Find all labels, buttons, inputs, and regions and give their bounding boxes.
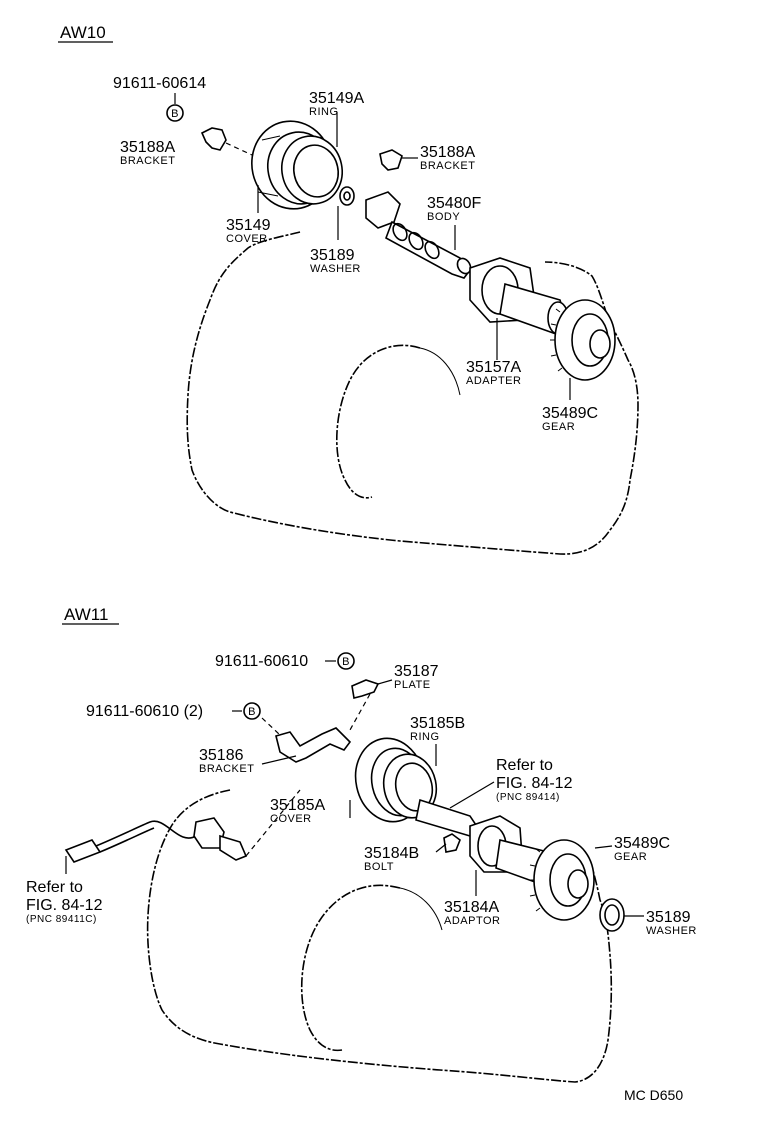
leader-line [594, 845, 613, 849]
part-name-cover: COVER [226, 233, 268, 245]
part-number-35489C-aw10: 35489C [542, 405, 598, 422]
part-name-adaptor: ADAPTOR [444, 915, 500, 927]
part-name-bracket-left: BRACKET [120, 155, 175, 167]
part-number-35157A: 35157A [466, 359, 521, 376]
part-number-35186: 35186 [199, 747, 244, 764]
body-icon [365, 191, 472, 279]
part-number-35489C-aw11: 35489C [614, 835, 670, 852]
bolt-badge-icon [166, 104, 184, 122]
part-number-35184B: 35184B [364, 845, 419, 862]
leader-line [261, 755, 297, 765]
section-title-aw11: AW11 [64, 605, 108, 624]
part-number-35185B: 35185B [410, 715, 465, 732]
part-name-body: BODY [427, 211, 460, 223]
part-number-91611-60614: 91611-60614 [113, 75, 206, 92]
speed-sensor-icon [64, 817, 248, 863]
leader-line [449, 781, 495, 809]
section-aw11: AW11 91611-60610 B 35187 PLATE 91611-606… [26, 605, 697, 1083]
part-name-cover: COVER [270, 813, 312, 825]
pnc-reference-right: (PNC 89414) [496, 792, 560, 803]
transmission-case-outline-aw11 [146, 789, 613, 1083]
leader-line [435, 843, 447, 853]
part-number-35480F: 35480F [427, 195, 481, 212]
pnc-reference-left: (PNC 89411C) [26, 914, 97, 925]
part-number-35187: 35187 [394, 663, 439, 680]
part-name-bracket: BRACKET [199, 763, 254, 775]
bell-opening-aw11 [300, 884, 401, 1052]
bracket-right-icon [379, 149, 403, 171]
refer-to-label-left: Refer to [26, 879, 83, 896]
bracket-left-icon [200, 127, 227, 151]
part-name-washer-aw11: WASHER [646, 925, 697, 937]
washer-hole [343, 191, 351, 201]
part-name-gear-aw11: GEAR [614, 851, 647, 863]
part-number-91611-60610: 91611-60610 [215, 653, 308, 670]
bolt-badge-letter: B [171, 108, 179, 120]
assembly-line [225, 142, 253, 156]
part-name-adapter: ADAPTER [466, 375, 521, 387]
washer-icon [599, 898, 625, 932]
part-name-gear-aw10: GEAR [542, 421, 575, 433]
washer-icon [339, 186, 355, 206]
assembly-line [349, 693, 371, 731]
part-name-ring: RING [410, 731, 440, 743]
part-name-plate: PLATE [394, 679, 431, 691]
gear-icon [550, 299, 616, 381]
bolt-badge-letter: B [248, 706, 256, 718]
bolt-badge-icon [337, 652, 355, 670]
bolt-badge-letter: B [342, 656, 350, 668]
bell-opening-edge [419, 347, 461, 396]
adapter-icon [469, 257, 569, 335]
leader-line [377, 679, 393, 685]
figure-reference-left: FIG. 84-12 [26, 897, 103, 914]
assembly-line [261, 717, 281, 736]
bell-opening-edge [399, 887, 443, 931]
part-name-bolt: BOLT [364, 861, 394, 873]
bracket-icon [275, 727, 352, 763]
part-name-bracket-right: BRACKET [420, 160, 475, 172]
part-number-35189-aw10: 35189 [310, 247, 355, 264]
part-number-35184A: 35184A [444, 899, 499, 916]
part-number-35185A: 35185A [270, 797, 325, 814]
washer-hole [604, 904, 620, 926]
section-aw10: AW10 B 91611-60614 35188A BRACKET 35149A… [58, 23, 639, 555]
part-number-91611-60610-2: 91611-60610 (2) [86, 703, 203, 720]
part-name-ring: RING [309, 106, 339, 118]
bolt-badge-icon [243, 702, 261, 720]
part-number-35149A: 35149A [309, 90, 364, 107]
part-number-35149: 35149 [226, 217, 271, 234]
transmission-case-outline-aw10 [186, 231, 639, 555]
plate-icon [351, 679, 380, 699]
cover-icon [251, 120, 343, 210]
part-number-35188A-left: 35188A [120, 139, 175, 156]
part-number-35188A-right: 35188A [420, 144, 475, 161]
part-name-washer-aw10: WASHER [310, 263, 361, 275]
figure-reference-right: FIG. 84-12 [496, 775, 573, 792]
shaft-icon [415, 798, 480, 837]
diagram-code: MC D650 [624, 1087, 683, 1103]
section-title-aw10: AW10 [60, 23, 106, 42]
bolt-icon [443, 833, 461, 853]
refer-to-label-right: Refer to [496, 757, 553, 774]
part-number-35189-aw11: 35189 [646, 909, 691, 926]
gear-icon [529, 839, 595, 921]
bell-opening-aw10 [336, 344, 421, 499]
